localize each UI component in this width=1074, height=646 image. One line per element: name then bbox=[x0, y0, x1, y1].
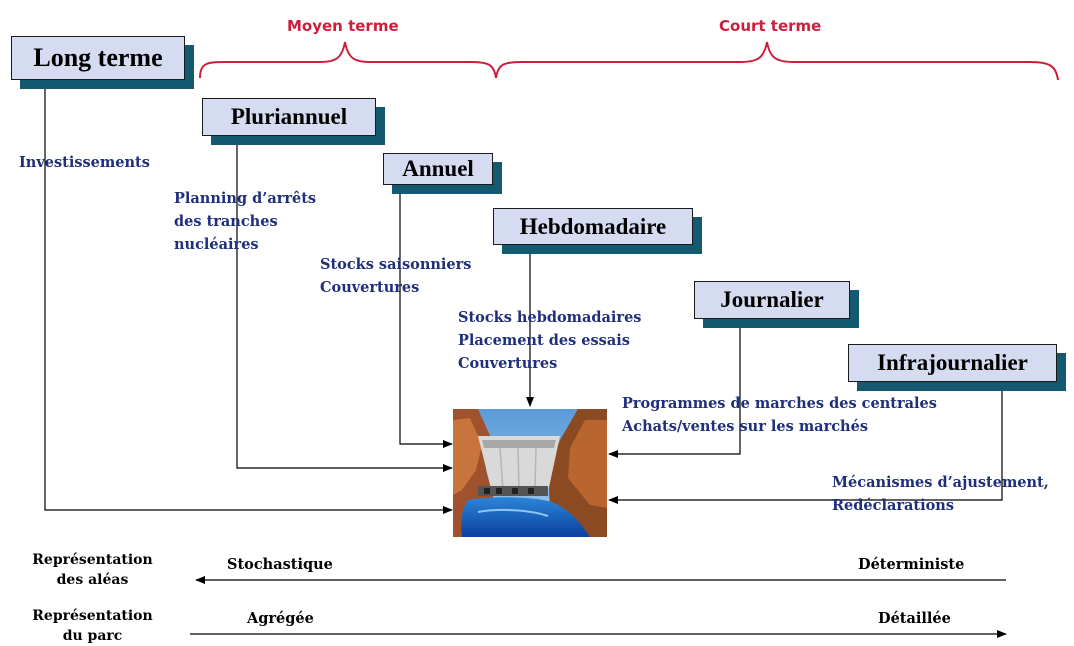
connector-infrajournalier bbox=[608, 385, 1003, 504]
box-infrajournalier-label: Infrajournalier bbox=[877, 350, 1028, 375]
box-journalier: Journalier bbox=[694, 281, 850, 319]
box-long-terme-label: Long terme bbox=[33, 43, 163, 72]
desc-infrajournalier: Mécanismes d’ajustement, Redéclarations bbox=[832, 474, 1049, 514]
connector-annuel bbox=[399, 185, 453, 448]
desc-journalier: Programmes de marches des centrales Acha… bbox=[622, 395, 937, 435]
box-pluriannuel: Pluriannuel bbox=[202, 98, 376, 136]
box-journalier-label: Journalier bbox=[720, 287, 824, 312]
desc-pluriannuel: Planning d’arrêts des tranches nucléaire… bbox=[174, 190, 317, 253]
connector-long-terme bbox=[44, 84, 453, 514]
aleas-label: Représentation des aléas bbox=[32, 552, 153, 588]
box-annuel: Annuel bbox=[383, 153, 493, 185]
desc-hebdomadaire: Stocks hebdomadaires Placement des essai… bbox=[458, 309, 642, 372]
desc-annuel: Stocks saisonniers Couvertures bbox=[320, 256, 472, 296]
parc-label: Représentation du parc bbox=[32, 608, 153, 644]
connector-pluriannuel bbox=[236, 136, 453, 472]
moyen-terme-label: Moyen terme bbox=[287, 17, 399, 35]
box-infrajournalier: Infrajournalier bbox=[848, 344, 1057, 382]
desc-investissements: Investissements bbox=[19, 154, 150, 171]
detaillee-label: Détaillée bbox=[878, 610, 951, 627]
box-annuel-label: Annuel bbox=[402, 156, 474, 181]
box-long-terme: Long terme bbox=[11, 36, 185, 80]
stochastique-label: Stochastique bbox=[227, 556, 333, 573]
box-hebdomadaire: Hebdomadaire bbox=[493, 208, 693, 245]
box-pluriannuel-label: Pluriannuel bbox=[230, 104, 348, 129]
brace-moyen-terme bbox=[199, 41, 497, 79]
dam-illustration bbox=[453, 409, 607, 537]
court-terme-label: Court terme bbox=[719, 17, 822, 35]
connector-journalier bbox=[608, 323, 741, 458]
deterministe-label: Déterministe bbox=[858, 556, 965, 573]
brace-court-terme bbox=[495, 41, 1059, 81]
box-hebdomadaire-label: Hebdomadaire bbox=[519, 213, 667, 239]
agregee-label: Agrégée bbox=[247, 610, 314, 627]
